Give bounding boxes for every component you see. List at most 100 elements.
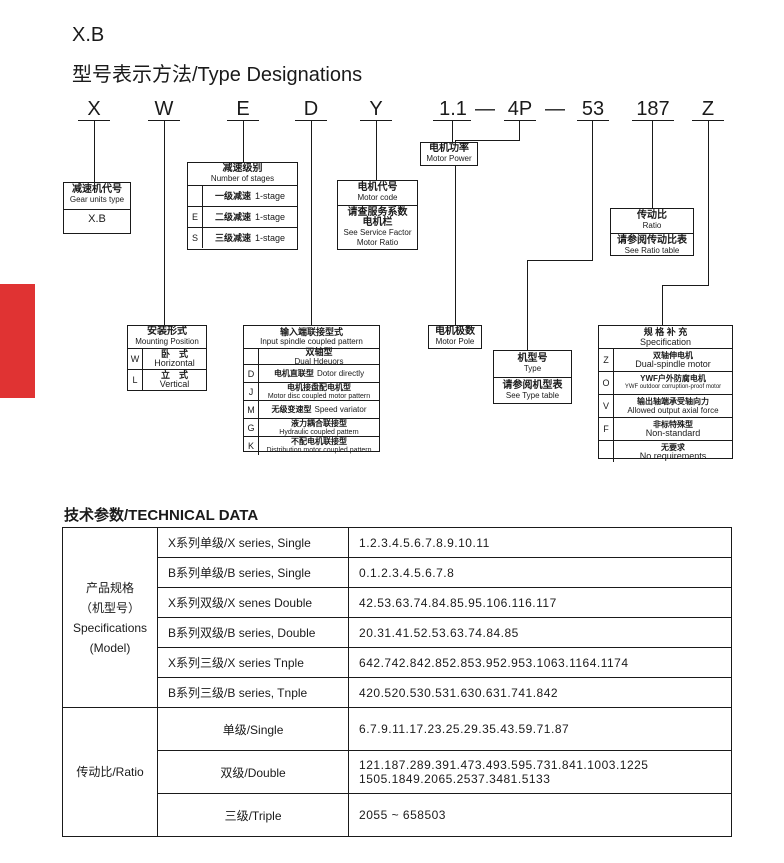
motor-code-note-cn2: 电机栏 [362, 217, 393, 228]
input-cn: 电机接盘配电机型 [287, 382, 351, 392]
ratio-category: 传动比/Ratio [61, 707, 159, 837]
series-name: X系列三级/X series Tnple [157, 647, 350, 678]
motor-code-note: 请查服务系数 电机栏 See Service Factor Motor Rati… [338, 205, 417, 248]
ratio-title-cn: 传动比 [637, 210, 667, 221]
code-dash-1: — [475, 98, 495, 120]
connector-line [455, 140, 456, 325]
motor-code-note-en2: Motor Ratio [356, 238, 399, 247]
series-value: 642.742.842.852.853.952.953.1063.1164.11… [348, 647, 732, 678]
connector-line [519, 120, 520, 140]
code-w: W [154, 98, 174, 120]
input-header: 输入端联接型式 Input spindle coupled pattern [244, 326, 379, 348]
table-row: 产品规格 （机型号） Specifications (Model) X系列单级/… [61, 527, 732, 708]
connector-line [452, 120, 453, 142]
input-key [244, 349, 259, 364]
series-value: 1.2.3.4.5.6.7.8.9.10.11 [348, 527, 732, 558]
ratio-value: 6.7.9.11.17.23.25.29.35.43.59.71.87 [348, 707, 732, 751]
ratio-stage: 三级/Triple [157, 793, 350, 837]
ratio-value-line: 1505.1849.2065.2537.3481.5133 [359, 772, 551, 786]
stages-header: 减速级别 Number of stages [188, 163, 297, 185]
tech-title: 技术参数/TECHNICAL DATA [64, 507, 259, 524]
input-title-cn: 输入端联接型式 [279, 327, 343, 337]
connector-line [662, 285, 709, 286]
table-row: B系列三级/B series, Tnple 420.520.530.531.63… [63, 677, 732, 708]
input-pattern-box: 输入端联接型式 Input spindle coupled pattern 双轴… [243, 325, 380, 455]
stages-en: 1-stage [254, 232, 286, 243]
mounting-title-cn: 安装形式 [147, 326, 187, 337]
connector-line [311, 120, 312, 325]
input-key: D [244, 365, 259, 382]
type-title-en: Type [523, 364, 542, 373]
gear-units-box: 减速机代号 Gear units type X.B [63, 182, 131, 234]
stages-title-cn: 减速级别 [222, 163, 263, 174]
spec-category-line: 产品规格 [86, 580, 135, 595]
motor-code-box: 电机代号 Motor code 请查服务系数 电机栏 See Service F… [337, 180, 418, 250]
stages-key: S [188, 228, 203, 248]
spec-cn: 输出轴端承受轴向力 [637, 397, 709, 406]
series-name: X系列单级/X series, Single [157, 527, 350, 558]
spec-key: O [599, 372, 614, 394]
stages-en: 1-stage [254, 190, 286, 201]
mounting-key: W [128, 349, 143, 369]
stages-key [188, 186, 203, 206]
motor-code-title-en: Motor code [357, 193, 398, 202]
input-key: G [244, 419, 259, 436]
ratio-box: 传动比 Ratio 请参阅传动比表 See Ratio table [610, 208, 694, 256]
table-row: B系列单级/B series, Single 0.1.2.3.4.5.6.7.8 [63, 557, 732, 588]
spec-cn: 双轴伸电机 [653, 351, 693, 360]
underline [504, 120, 536, 121]
mounting-en: Vertical [159, 379, 190, 389]
connector-line [708, 120, 709, 285]
connector-line [455, 140, 520, 141]
table-row: 传动比/Ratio 单级/Single 6.7.9.11.17.23.25.29… [61, 707, 732, 837]
ratio-title-en: Ratio [642, 221, 662, 230]
spec-key: F [599, 418, 614, 440]
motor-power-box: 电机功率 Motor Power [420, 142, 478, 166]
input-cn: 双轴型 [305, 346, 333, 357]
spec-cn: YWF户外防腐电机 [640, 374, 706, 383]
connector-line [243, 120, 244, 162]
table-row: 双级/Double 121.187.289.391.473.493.595.73… [63, 750, 732, 794]
motor-code-note-en: See Service Factor [343, 228, 412, 237]
input-en: Dotor directly [316, 369, 365, 378]
input-cn: 无级变速型 [271, 405, 312, 414]
ratio-stage: 双级/Double [157, 750, 350, 794]
ratio-note: 请参阅传动比表 See Ratio table [611, 233, 693, 256]
spec-title-cn: 规 格 补 充 [643, 327, 688, 337]
stages-en: 1-stage [254, 211, 286, 222]
ratio-stage: 单级/Single [157, 707, 350, 751]
table-row: 三级/Triple 2055 ~ 658503 [63, 793, 732, 837]
spec-en: Allowed output axial force [627, 406, 719, 415]
type-note: 请参阅机型表 See Type table [494, 377, 571, 401]
connector-line [662, 285, 663, 325]
tech-table: 产品规格 （机型号） Specifications (Model) X系列单级/… [61, 527, 732, 837]
series-value: 20.31.41.52.53.63.74.84.85 [348, 617, 732, 648]
motor-power-cn: 电机功率 [429, 143, 469, 154]
spec-key: V [599, 395, 614, 417]
connector-line [94, 120, 95, 182]
spec-en: No requirements [639, 450, 707, 461]
spec-key [599, 441, 614, 462]
type-title-cn: 机型号 [517, 353, 548, 364]
spec-en: Dual-spindle motor [635, 359, 711, 369]
motor-pole-en: Motor Pole [435, 337, 475, 346]
stages-title-en: Number of stages [210, 174, 275, 183]
underline [577, 120, 609, 121]
series-name: B系列双级/B series, Double [157, 617, 350, 648]
